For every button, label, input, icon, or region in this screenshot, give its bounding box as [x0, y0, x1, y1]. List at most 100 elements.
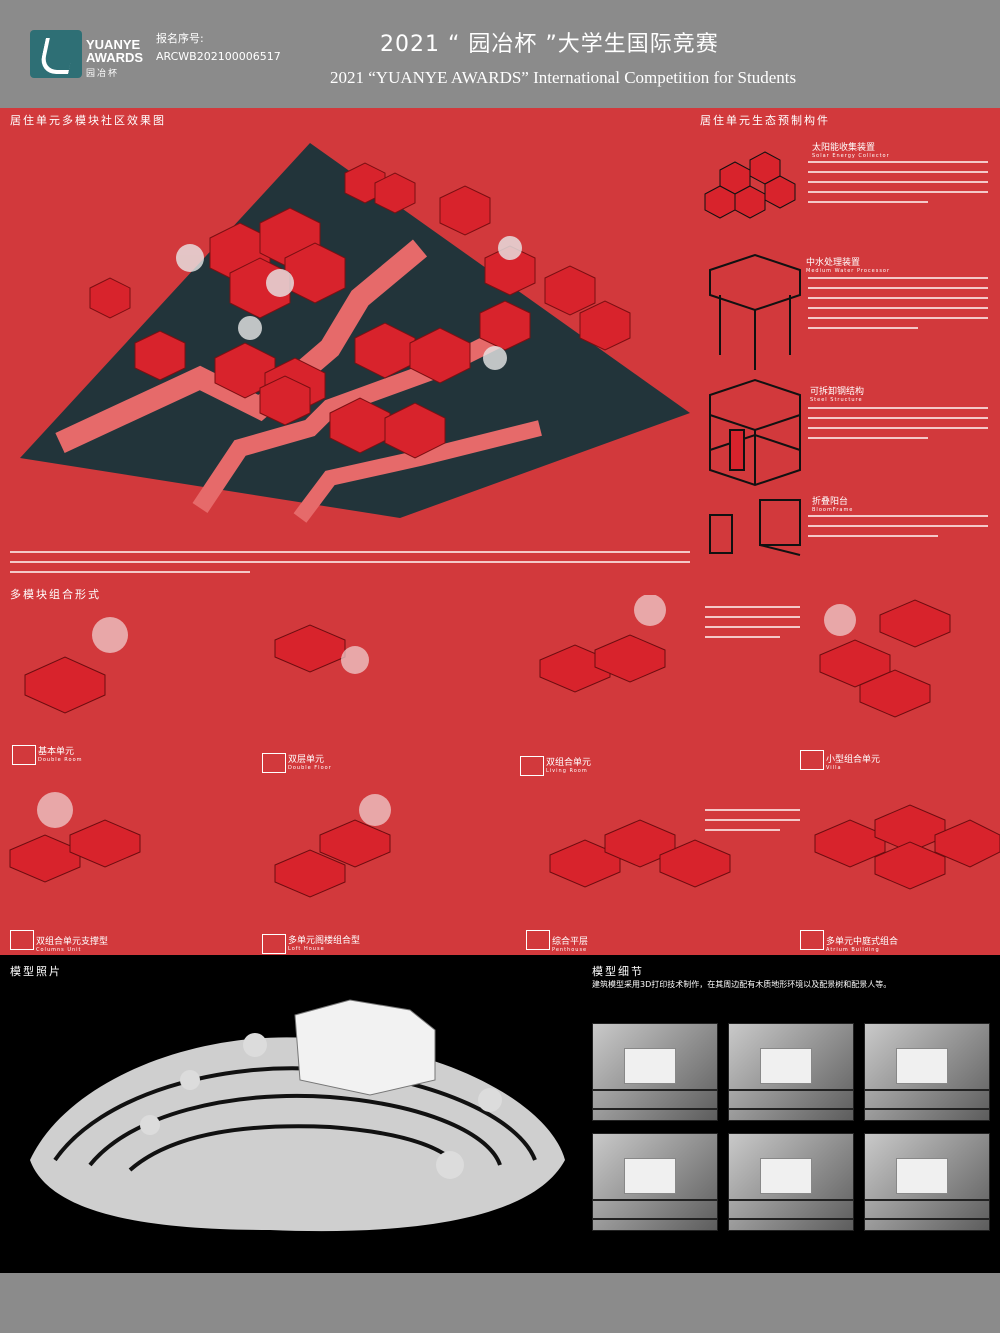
- combination-trees: [37, 595, 856, 828]
- logo-cn: 园冶杯: [86, 69, 120, 79]
- model-detail-photo-6: [864, 1133, 990, 1231]
- unit-columns-roof-1: [9, 834, 81, 883]
- model-section: 模型照片 模型细节 建筑模型采用3D打印技术制作，在其周边配有木质地形环境以及配…: [0, 955, 1000, 1273]
- combination-units: [9, 595, 1000, 898]
- unit-atrium-roof-1: [814, 819, 886, 868]
- unit-double-floor-en: Double Floor: [288, 765, 332, 771]
- tree-icon: [824, 604, 856, 636]
- community-rendering: [20, 143, 690, 523]
- combination-descriptions: [705, 606, 800, 831]
- logo-line2: AWARDS: [86, 50, 144, 65]
- unit-loft-roof-1: [274, 849, 346, 898]
- tree-icon: [634, 595, 666, 626]
- hex-panel: [764, 175, 796, 209]
- unit-villa-roof-3: [859, 669, 931, 718]
- tree-icon: [37, 792, 73, 828]
- unit-penthouse-roof-1: [549, 839, 621, 888]
- terrain-contour: [88, 1093, 502, 1167]
- hex-unit: [439, 185, 491, 236]
- unit-penthouse-roof-3: [659, 839, 731, 888]
- component-solar-cn: 太阳能收集装置: [812, 143, 876, 153]
- tree-icon: [243, 1033, 267, 1057]
- unit-icon: [520, 756, 544, 776]
- hex-cluster-group: [89, 162, 631, 459]
- component-steel-cn: 可拆卸钢结构: [810, 387, 865, 397]
- component-solar: 太阳能收集装置 Solar Energy Collector: [812, 140, 890, 159]
- section-title-combos: 多模块组合形式: [10, 588, 101, 601]
- unit-loft-en: Loft House: [288, 946, 325, 952]
- hex-unit: [479, 300, 531, 351]
- unit-icon: [800, 930, 824, 950]
- logo-line1: YUANYE: [86, 37, 141, 52]
- tree-icon: [92, 617, 128, 653]
- unit-atrium-cn: 多单元中庭式组合: [826, 937, 899, 947]
- unit-penthouse-en: Penthouse: [552, 947, 588, 953]
- steel-structure-diagram: [709, 378, 801, 487]
- tree-icon: [498, 236, 522, 260]
- unit-icon: [12, 745, 36, 765]
- model-building: [294, 999, 436, 1096]
- model-detail-photo-3: [864, 1023, 990, 1121]
- hex-unit: [579, 300, 631, 351]
- solar-collector-diagram: [704, 151, 796, 219]
- community-description: [10, 551, 690, 573]
- section-title-community: 居住单元多模块社区效果图: [10, 114, 166, 127]
- component-water: 中水处理装置 Medium Water Processor: [806, 255, 890, 274]
- unit-double-combo-roof: [539, 644, 611, 693]
- component-solar-en: Solar Energy Collector: [812, 153, 890, 159]
- tree-icon: [478, 1088, 502, 1112]
- water-processor-diagram: [709, 253, 801, 370]
- tree-group: [176, 236, 522, 370]
- unit-columns-roof-2: [69, 819, 141, 868]
- unit-renderings: [9, 599, 1000, 898]
- header-bar: YUANYE AWARDS 园冶杯 报名序号: ARCWB20210000651…: [0, 0, 1000, 108]
- unit-icon: [262, 934, 286, 954]
- unit-atrium-roof-3: [934, 819, 1000, 868]
- unit-villa-en: Villa: [826, 765, 842, 771]
- balcony-floor: [759, 544, 801, 556]
- unit-label-penthouse: 综合平层 Penthouse: [552, 934, 588, 953]
- tree-icon: [238, 316, 262, 340]
- unit-icon: [800, 750, 824, 770]
- unit-double-combo-roof-2: [594, 634, 666, 683]
- model-detail-photo-4: [592, 1133, 718, 1231]
- hex-roof: [709, 253, 801, 312]
- unit-loft-cn: 多单元阁楼组合型: [288, 936, 361, 946]
- registration-label: 报名序号:: [156, 32, 204, 45]
- unit-penthouse-cn: 综合平层: [552, 937, 589, 947]
- unit-label-double-floor: 双层单元 Double Floor: [288, 752, 332, 771]
- folding-balcony-diagram: [709, 499, 801, 556]
- footer-bar: [0, 1273, 1000, 1333]
- unit-loft-roof-2: [319, 819, 391, 868]
- unit-columns-en: Columns Unit: [36, 947, 82, 953]
- hex-unit: [134, 330, 186, 381]
- unit-villa-roof-1: [879, 599, 951, 648]
- tree-icon: [436, 1151, 464, 1179]
- window-frame: [709, 514, 733, 554]
- component-balcony: 折叠阳台 BloomFrame: [812, 494, 853, 513]
- tree-icon: [140, 1115, 160, 1135]
- unit-double-floor-roof: [274, 624, 346, 673]
- hex-unit: [384, 402, 446, 459]
- model-trees: [140, 1033, 502, 1179]
- logo-text: YUANYE AWARDS: [86, 38, 143, 64]
- unit-icon: [526, 930, 550, 950]
- unit-label-villa: 小型组合单元 Villa: [826, 752, 880, 771]
- tree-icon: [359, 794, 391, 826]
- component-steel-en: Steel Structure: [810, 397, 863, 403]
- hex-unit: [259, 375, 311, 426]
- unit-label-basic: 基本单元 Double Room: [38, 744, 83, 763]
- unit-double-floor-cn: 双层单元: [288, 755, 325, 765]
- tree-icon: [483, 346, 507, 370]
- model-terrain: [30, 1037, 565, 1232]
- component-water-cn: 中水处理装置: [806, 258, 861, 268]
- section-title-model-detail: 模型细节: [592, 965, 644, 978]
- path-third: [293, 420, 542, 523]
- unit-label-atrium: 多单元中庭式组合 Atrium Building: [826, 934, 898, 953]
- terrain-contour: [128, 1124, 462, 1172]
- section-title-model-photo: 模型照片: [10, 965, 62, 978]
- panel: [729, 429, 745, 471]
- model-detail-photo-5: [728, 1133, 854, 1231]
- component-steel: 可拆卸钢结构 Steel Structure: [810, 384, 864, 403]
- unit-basic-cn: 基本单元: [38, 747, 75, 757]
